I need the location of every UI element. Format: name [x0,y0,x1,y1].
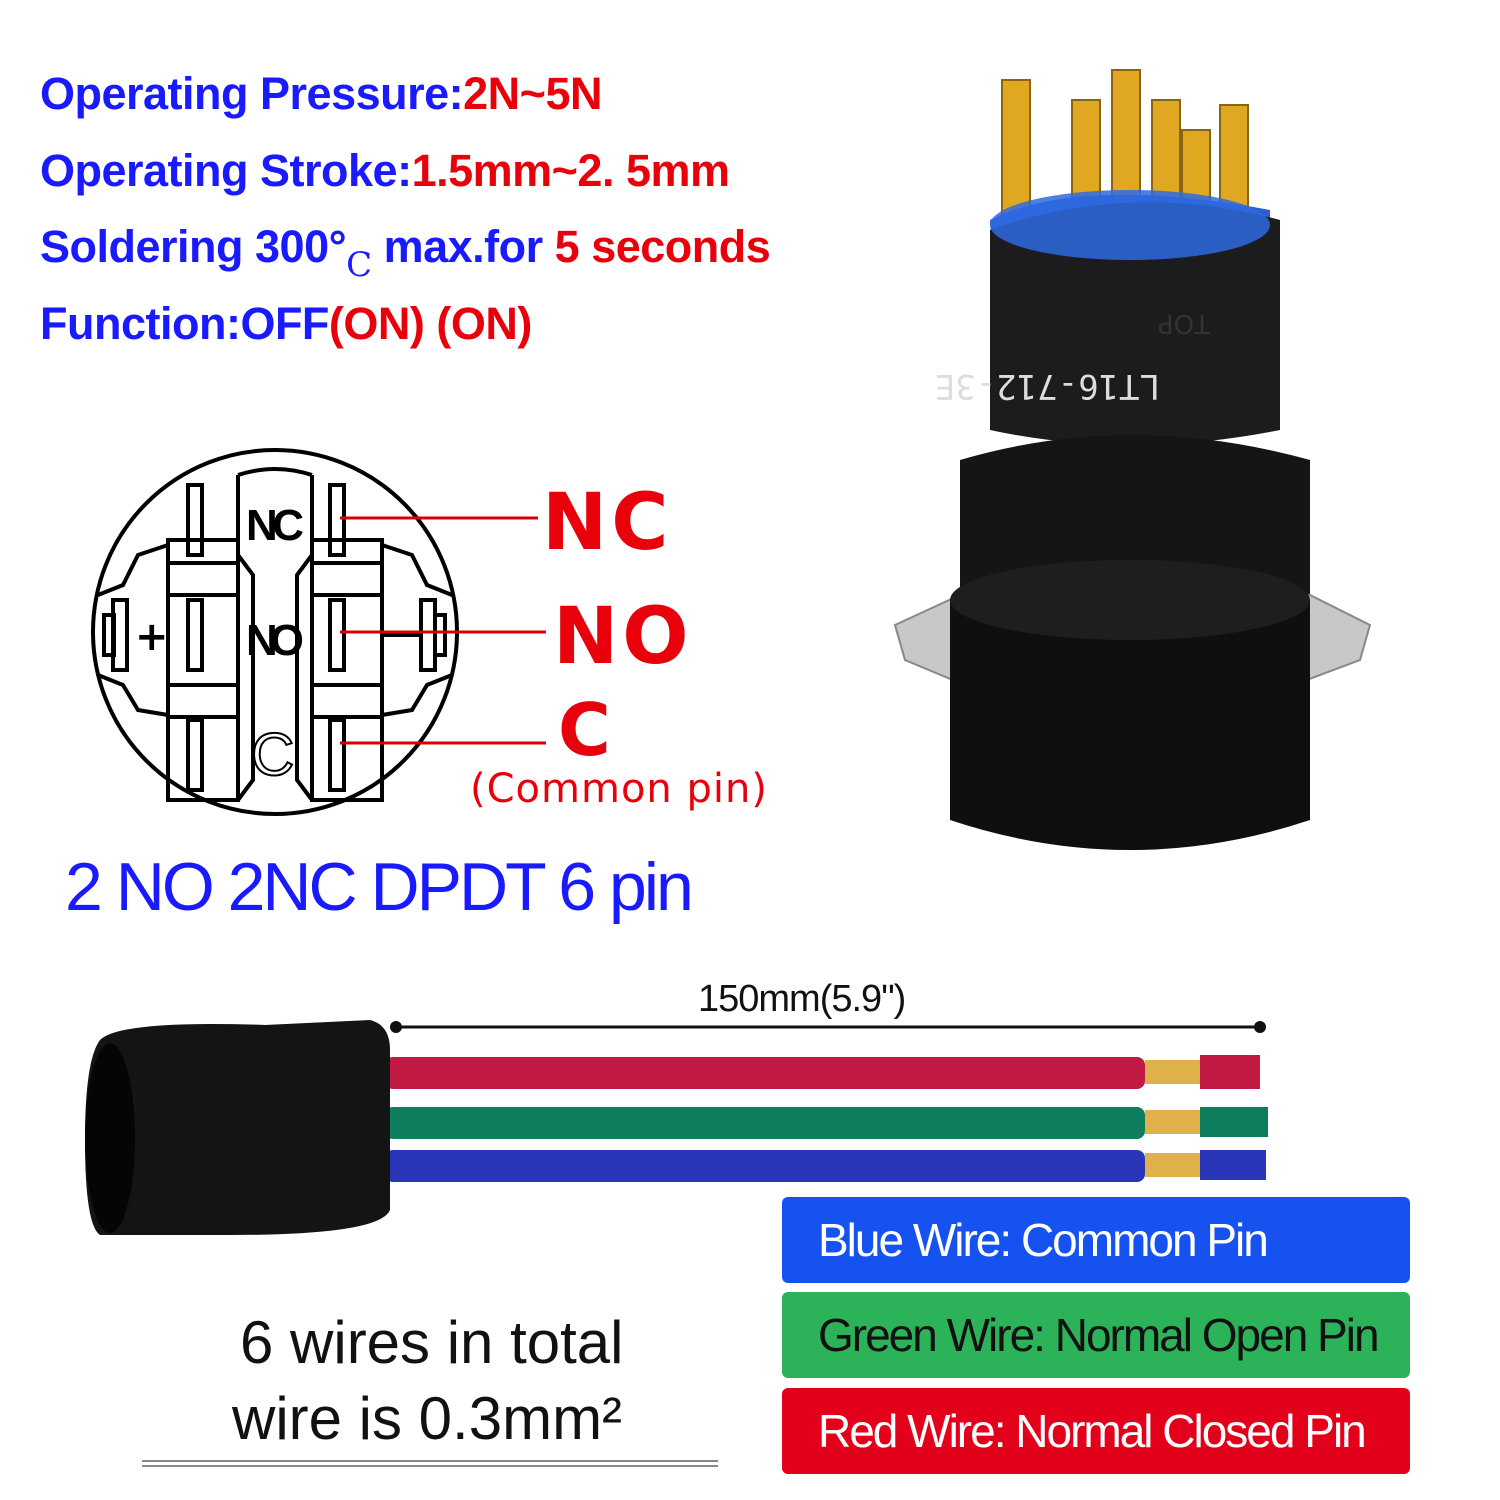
spec-label: max.for [371,221,555,272]
legend-red-wire: Red Wire: Normal Closed Pin [782,1388,1410,1474]
legend-blue-wire: Blue Wire: Common Pin [782,1197,1410,1283]
spec-operating-stroke: Operating Stroke:1.5mm~2. 5mm [40,145,730,197]
celsius-unit: C [346,245,372,285]
spec-function: Function:OFF(ON) (ON) [40,298,532,350]
top-marking: TOP [1158,308,1211,338]
spec-label: Operating Pressure: [40,68,464,119]
spec-value: 5 seconds [554,221,771,272]
spec-soldering: Soldering 300°C max.for 5 seconds [40,221,771,285]
pin-diagram: + NC NO C [91,448,546,816]
wire-gauge-text: wire is 0.3mm² [232,1385,623,1452]
spec-value: (ON) [328,298,425,349]
switch-type-title: 2 NO 2NC DPDT 6 pin [65,849,694,925]
spec-value: 1.5mm~2. 5mm [411,145,730,196]
c-marking: C [251,721,294,788]
underline-divider [142,1460,718,1467]
spec-label: Function:OFF [40,298,329,349]
wire-harness-image [85,1020,1268,1235]
legend-green-wire: Green Wire: Normal Open Pin [782,1292,1410,1378]
switch-model-marking: LT16-712-3E [935,366,1160,406]
no-marking: NO [246,616,304,665]
common-pin-label: (Common pin) [470,766,768,812]
spec-label: Operating Stroke: [40,145,412,196]
spec-value: (ON) [436,298,532,349]
push-button-switch-image: LT16-712-3E TOP [893,69,1372,850]
plus-marking: + [135,614,169,660]
nc-marking: NC [246,501,304,550]
wire-count-text: 6 wires in total [240,1309,624,1376]
spec-label: Soldering 300° [40,221,347,272]
spec-operating-pressure: Operating Pressure:2N~5N [40,68,602,120]
c-label: C [558,688,611,772]
wire-length-label: 150mm(5.9") [698,978,906,1020]
no-label: NO [553,592,693,682]
spec-value: 2N~5N [463,68,602,119]
nc-label: NC [542,478,673,568]
